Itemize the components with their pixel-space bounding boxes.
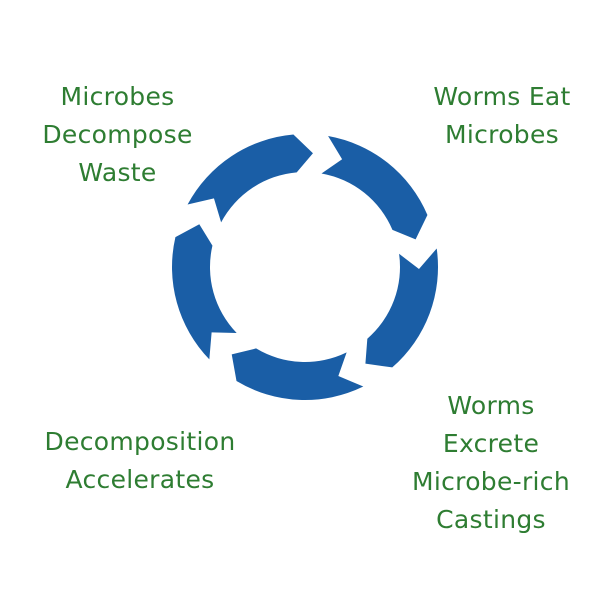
label-line: Castings — [436, 505, 546, 534]
label-line: Excrete — [442, 429, 540, 458]
label-line: Decomposition — [44, 427, 236, 456]
label-line: Worms Eat — [433, 82, 571, 111]
step-label-worms-eat-microbes: Worms Eat Microbes — [402, 78, 602, 154]
cycle-arrow-segment — [172, 224, 237, 360]
cycle-arrow-segment — [321, 136, 428, 240]
label-line: Accelerates — [65, 465, 215, 494]
label-line: Decompose — [42, 120, 193, 149]
label-line: Waste — [78, 158, 157, 187]
label-line: Microbes — [60, 82, 175, 111]
label-line: Microbe-rich — [412, 467, 570, 496]
cycle-arrow-segment — [187, 134, 313, 223]
step-label-decomposition-accelerates: Decomposition Accelerates — [10, 423, 270, 499]
cycle-arrow-segment — [231, 348, 364, 400]
cycle-arrow-segment — [365, 248, 439, 368]
step-label-microbes-decompose-waste: Microbes Decompose Waste — [10, 78, 225, 192]
label-line: Microbes — [445, 120, 559, 149]
step-label-worms-excrete-castings: Worms Excrete Microbe-rich Castings — [380, 387, 602, 539]
label-line: Worms — [447, 391, 535, 420]
